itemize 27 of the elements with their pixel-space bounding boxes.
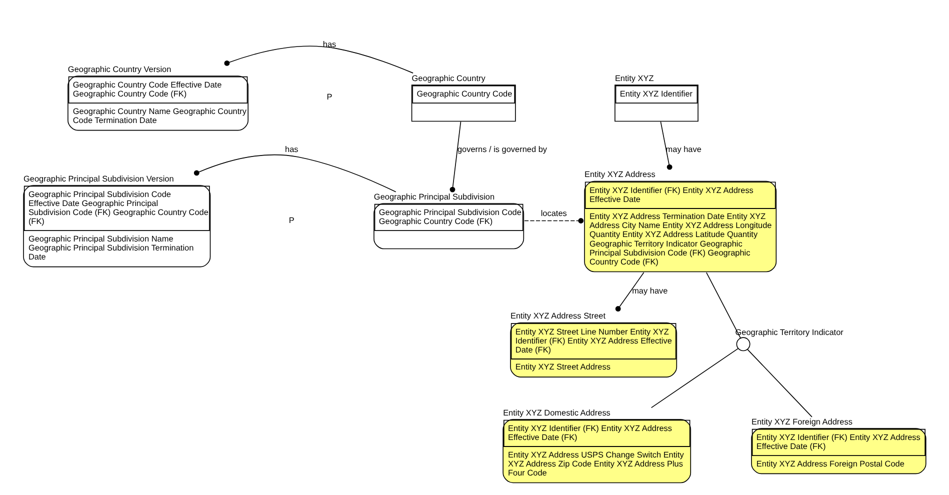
connector (747, 349, 812, 418)
connector (194, 154, 396, 192)
connector (524, 218, 584, 224)
connector (450, 121, 462, 192)
node-label: Entity XYZ (614, 74, 654, 83)
label: P (288, 216, 294, 225)
node-label: Entity XYZ Address (584, 170, 656, 180)
node-label: Entity XYZ Foreign Address (752, 417, 852, 426)
node-label: Geographic Principal Subdivision (374, 192, 495, 202)
connector (615, 272, 644, 312)
edge-label: governs / is governed by (457, 145, 548, 154)
connector (706, 272, 741, 338)
edge-label: has (322, 40, 336, 49)
connector (660, 121, 672, 170)
node-label: Entity XYZ Address Street (510, 312, 606, 321)
connector (650, 348, 738, 408)
connector (224, 46, 414, 74)
node-label: Entity XYZ Domestic Address (503, 408, 610, 418)
edge-label: may have (666, 145, 702, 154)
node-label: Geographic Country (412, 74, 486, 83)
edge-label: has (285, 145, 298, 154)
label: P (326, 92, 332, 102)
edge-label: may have (632, 286, 668, 296)
node-label: Geographic Country Version (68, 64, 172, 74)
edge-label: locates (540, 208, 567, 218)
node-label: Geographic Principal Subdivision Version (24, 174, 174, 184)
node-circle (736, 337, 750, 352)
